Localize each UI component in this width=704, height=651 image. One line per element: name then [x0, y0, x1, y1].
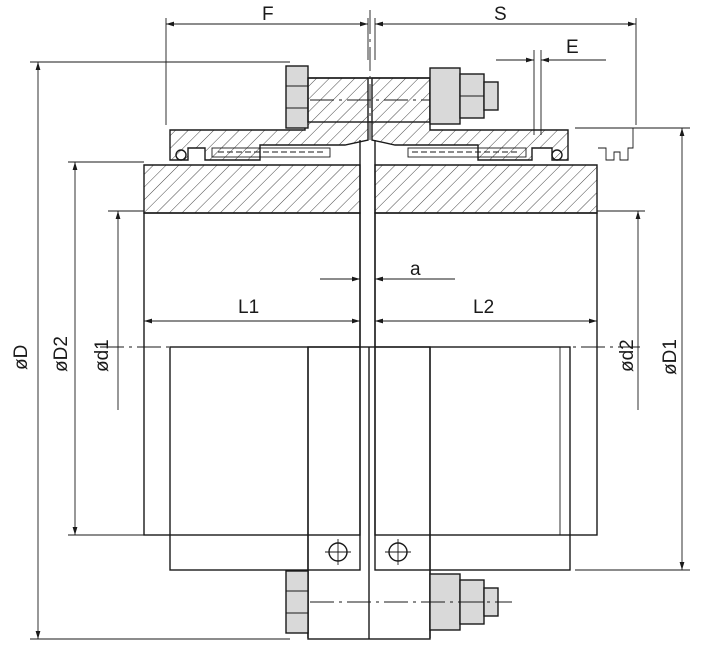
dim-label-F: F	[262, 4, 274, 25]
lube-hole-left	[325, 539, 351, 565]
profile-sketch	[598, 127, 634, 161]
right-sleeve-section	[371, 77, 569, 161]
dim-label-S: S	[494, 4, 507, 25]
dim-label-d1: ød1	[92, 339, 113, 372]
dim-label-a: a	[410, 259, 421, 280]
dim-label-L2: L2	[473, 297, 494, 318]
lube-hole-right	[385, 539, 411, 565]
top-bolt	[285, 65, 499, 129]
left-gear-teeth	[211, 147, 331, 158]
right-gear-teeth	[407, 147, 527, 158]
dim-label-D1: øD1	[660, 339, 681, 375]
right-hub-section	[374, 164, 598, 214]
right-seal-ring	[551, 149, 563, 161]
left-hub	[143, 212, 361, 638]
dim-label-D2: øD2	[51, 336, 72, 372]
center-sleeve	[307, 346, 431, 640]
dim-label-L1: L1	[238, 297, 259, 318]
left-seal-ring	[175, 149, 187, 161]
left-hub-section	[143, 164, 361, 214]
right-hub	[374, 212, 598, 638]
dim-label-d2: ød2	[617, 339, 638, 372]
dim-label-D: øD	[11, 345, 32, 370]
dim-label-E: E	[566, 37, 579, 58]
bottom-bolt	[285, 570, 512, 634]
